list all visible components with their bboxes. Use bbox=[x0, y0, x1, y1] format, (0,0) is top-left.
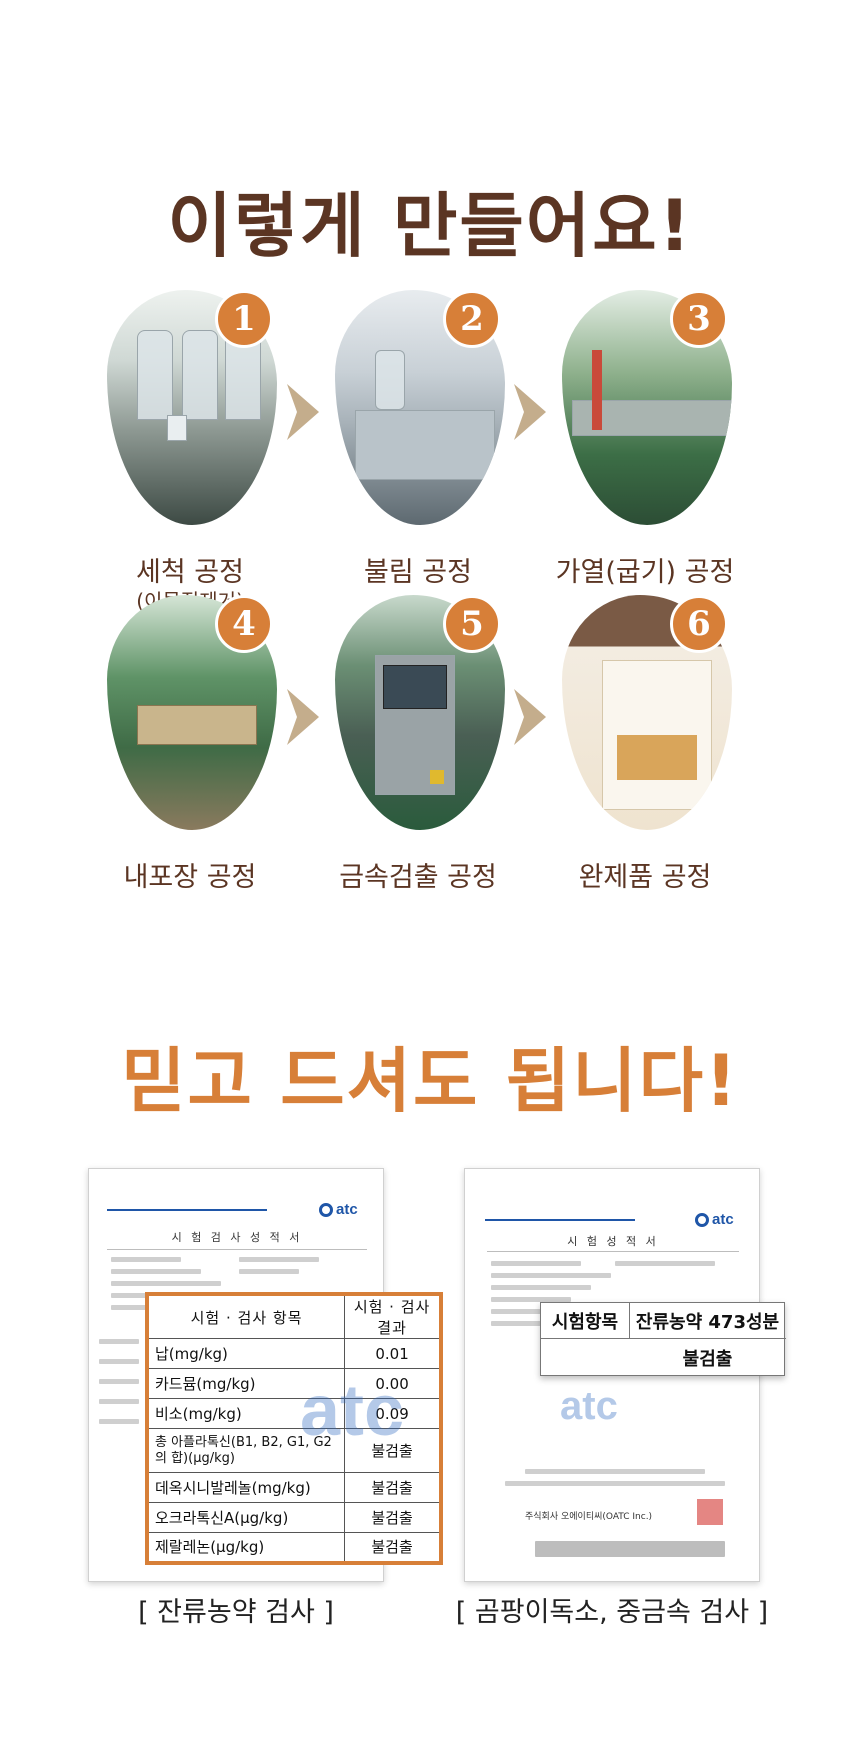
arrow-right-icon bbox=[287, 384, 319, 440]
step-label: 가열(굽기) 공정 bbox=[555, 557, 735, 588]
row-item: 납(mg/kg) bbox=[146, 1338, 346, 1369]
pest-item-label: 시험항목 bbox=[551, 1312, 619, 1333]
row-result: 불검출 bbox=[344, 1532, 442, 1563]
row-item: 제랄레논(µg/kg) bbox=[146, 1532, 346, 1563]
step-number-badge: 4 bbox=[215, 595, 273, 653]
table-row: 데옥시니발레놀(mg/kg) 불검출 bbox=[146, 1472, 442, 1503]
row-item: 카드뮴(mg/kg) bbox=[146, 1368, 346, 1399]
step-number-badge: 2 bbox=[443, 290, 501, 348]
process-step-1: 1 세척 공정 (이물질제거) bbox=[85, 290, 295, 620]
issuer-name: 주식회사 오에이티씨(OATC Inc.) bbox=[525, 1512, 653, 1522]
pest-item-value: 잔류농약 473성분 bbox=[635, 1312, 780, 1333]
step-number-badge: 6 bbox=[670, 595, 728, 653]
atc-logo: atc bbox=[695, 1211, 734, 1228]
atc-watermark: atc bbox=[300, 1371, 405, 1451]
row-item: 오크라톡신A(µg/kg) bbox=[146, 1502, 346, 1533]
pest-result: 불검출 bbox=[682, 1349, 733, 1370]
process-step-6: 6 완제품 공정 bbox=[540, 595, 750, 925]
row-result: 불검출 bbox=[344, 1502, 442, 1533]
table-row: 카드뮴(mg/kg) 0.00 bbox=[146, 1368, 442, 1399]
official-seal bbox=[697, 1499, 723, 1525]
process-heading: 이렇게 만들어요! bbox=[167, 185, 693, 267]
step-label: 불림 공정 bbox=[364, 557, 472, 588]
heavy-metal-result-table: 시험 · 검사 항목 시험 · 검사 결과 납(mg/kg) 0.01 카드뮴(… bbox=[145, 1292, 443, 1565]
process-step-2: 2 불림 공정 bbox=[313, 290, 523, 620]
atc-watermark: atc bbox=[560, 1384, 618, 1428]
table-header-item: 시험 · 검사 항목 bbox=[146, 1293, 346, 1339]
pesticide-result-box: 시험항목 잔류농약 473성분 불검출 bbox=[540, 1302, 786, 1376]
right-doc-caption: [ 곰팡이독소, 중금속 검사 ] bbox=[455, 1597, 769, 1628]
step-label: 완제품 공정 bbox=[578, 862, 712, 893]
step-label: 내포장 공정 bbox=[123, 862, 257, 893]
table-row: 납(mg/kg) 0.01 bbox=[146, 1338, 442, 1369]
step-number-badge: 5 bbox=[443, 595, 501, 653]
left-doc-caption: [ 잔류농약 검사 ] bbox=[138, 1597, 334, 1628]
table-row: 제랄레논(µg/kg) 불검출 bbox=[146, 1532, 442, 1563]
row-result: 불검출 bbox=[344, 1472, 442, 1503]
table-row: 총 아플라톡신(B1, B2, G1, G2의 합)(µg/kg) 불검출 bbox=[146, 1428, 442, 1473]
table-row: 오크라톡신A(µg/kg) 불검출 bbox=[146, 1502, 442, 1533]
row-item: 총 아플라톡신(B1, B2, G1, G2의 합)(µg/kg) bbox=[146, 1428, 346, 1473]
step-label: 세척 공정 bbox=[136, 557, 244, 588]
atc-ring-icon bbox=[695, 1212, 709, 1227]
arrow-right-icon bbox=[514, 689, 546, 745]
step-label: 금속검출 공정 bbox=[339, 862, 497, 893]
row-result: 0.01 bbox=[344, 1338, 442, 1369]
step-number-badge: 3 bbox=[670, 290, 728, 348]
row-result: 0.09 bbox=[344, 1398, 442, 1429]
step-number-badge: 1 bbox=[215, 290, 273, 348]
arrow-right-icon bbox=[514, 384, 546, 440]
table-row: 비소(mg/kg) 0.09 bbox=[146, 1398, 442, 1429]
process-step-4: 4 내포장 공정 bbox=[85, 595, 295, 925]
process-step-3: 3 가열(굽기) 공정 bbox=[540, 290, 750, 620]
trust-heading: 믿고 드셔도 됩니다! bbox=[121, 1040, 739, 1122]
atc-logo: atc bbox=[319, 1201, 358, 1218]
arrow-right-icon bbox=[287, 689, 319, 745]
table-header-result: 시험 · 검사 결과 bbox=[344, 1293, 442, 1339]
atc-ring-icon bbox=[319, 1202, 333, 1217]
process-step-5: 5 금속검출 공정 bbox=[313, 595, 523, 925]
doc-title: 시 험 검 사 성 적 서 bbox=[171, 1231, 303, 1244]
row-item: 데옥시니발레놀(mg/kg) bbox=[146, 1472, 346, 1503]
doc-title: 시 험 성 적 서 bbox=[567, 1235, 659, 1248]
